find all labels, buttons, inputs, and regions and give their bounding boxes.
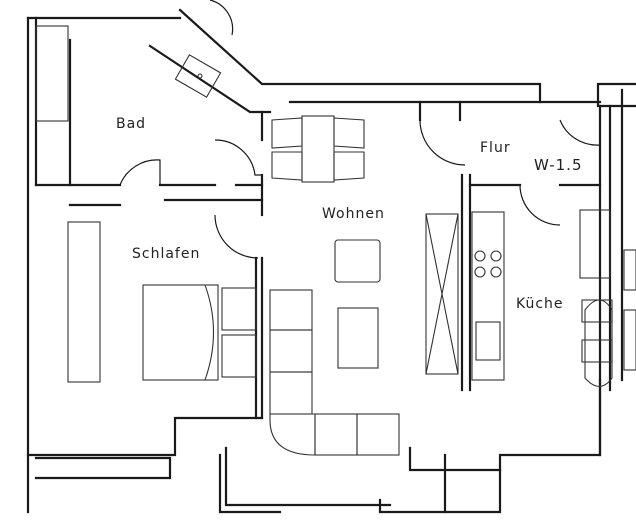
label-flur: Flur: [480, 140, 511, 156]
bedroom-furniture: [67, 221, 257, 383]
living-furniture: [269, 213, 459, 456]
interior-walls: [34, 88, 624, 457]
label-kueche: Küche: [516, 296, 564, 312]
label-bad: Bad: [116, 116, 146, 132]
label-wohnen: Wohnen: [322, 206, 385, 222]
doors: [119, 0, 601, 259]
room-labels: Bad Flur W-1.5 Wohnen Schlafen Küche: [116, 116, 583, 312]
dining-set: [271, 115, 365, 183]
label-schlafen: Schlafen: [132, 246, 200, 262]
bathroom-fixtures: [35, 25, 222, 122]
kitchen-furniture: [471, 209, 636, 388]
label-unit: W-1.5: [534, 156, 583, 174]
outer-walls: [26, 8, 636, 514]
